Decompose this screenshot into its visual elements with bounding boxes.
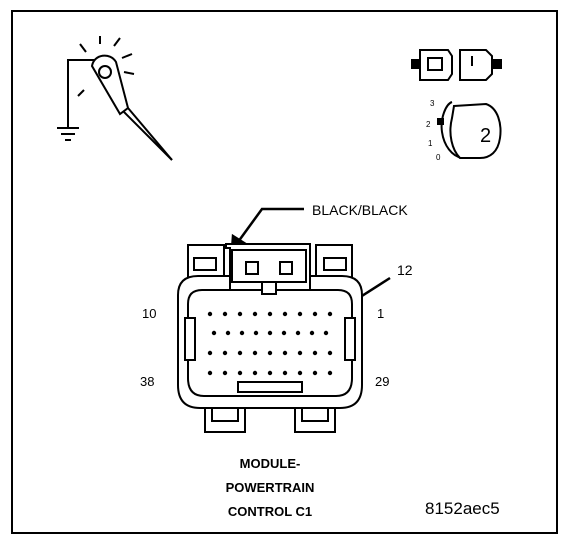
pin-label-10: 10 [142, 306, 157, 321]
scale-label-0: 0 [436, 153, 441, 162]
pin-label-38: 38 [140, 374, 155, 389]
caption-line-3: CONTROL C1 [227, 504, 313, 519]
wire-color-label: BLACK/BLACK [312, 202, 408, 218]
caption-line-2: POWERTRAIN [225, 480, 315, 495]
pin-cavity [297, 311, 303, 317]
pin-cavity [312, 350, 318, 356]
pin-cavity [282, 370, 288, 376]
connector-caption: MODULE- POWERTRAIN CONTROL C1 [170, 452, 370, 524]
pin-cavity [207, 370, 213, 376]
pin-cavity [297, 350, 303, 356]
pin-cavity [237, 311, 243, 317]
pin-cavity [253, 330, 259, 336]
scale-label-1: 1 [428, 139, 433, 148]
pin-cavity [222, 311, 228, 317]
pin-cavity [239, 330, 245, 336]
pin-cavity [281, 330, 287, 336]
pin-cavity [252, 370, 258, 376]
scale-label-3: 3 [430, 99, 435, 108]
test-light-probe-icon [57, 36, 173, 161]
pin-cavity [207, 311, 213, 317]
pin-cavity [327, 350, 333, 356]
pin-cavity [222, 350, 228, 356]
figure-id: 8152aec5 [425, 499, 500, 518]
pin-cavity [267, 330, 273, 336]
pin-cavity [327, 311, 333, 317]
pin-12-label: 12 [397, 262, 413, 278]
pin-cavity [237, 350, 243, 356]
pin-cavity [207, 350, 213, 356]
pin-cavity [295, 330, 301, 336]
connector-pair-icon [411, 49, 502, 81]
diagram-frame [11, 10, 558, 534]
caption-line-1: MODULE- [239, 456, 301, 471]
pin-cavity [211, 330, 217, 336]
pin-cavity [312, 370, 318, 376]
pin-cavity [252, 350, 258, 356]
scale-label-2: 2 [426, 120, 431, 129]
pin-label-1: 1 [377, 306, 385, 321]
pin-cavity [309, 330, 315, 336]
pin-cavity [237, 370, 243, 376]
pin-cavity [312, 311, 318, 317]
pcm-connector [177, 243, 363, 433]
pin-cavity [225, 330, 231, 336]
terminal-size-icon [437, 101, 502, 159]
pin-cavity [323, 330, 329, 336]
pin-cavity [252, 311, 258, 317]
pin-cavity [282, 350, 288, 356]
pin-cavity [282, 311, 288, 317]
pin-cavity [327, 370, 333, 376]
pin-cavity [267, 311, 273, 317]
pin-cavity [297, 370, 303, 376]
pin-label-29: 29 [375, 374, 390, 389]
terminal-size-number: 2 [480, 125, 491, 147]
pin-cavity [267, 370, 273, 376]
pin-cavity [222, 370, 228, 376]
pin-cavity [267, 350, 273, 356]
pin-grid [207, 311, 333, 376]
